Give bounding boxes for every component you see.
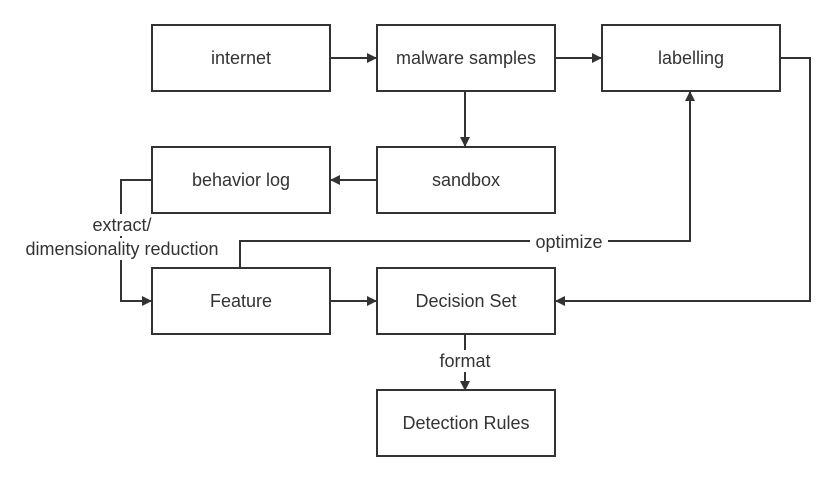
edge-label-optimize: optimize	[535, 232, 602, 252]
node-sandbox-label: sandbox	[432, 170, 500, 190]
edge-feature-optimize-to-labelling	[239, 91, 695, 268]
node-labelling-label: labelling	[658, 48, 724, 68]
node-feature-label: Feature	[210, 291, 272, 311]
edges	[120, 53, 811, 391]
edge-labels: extract/ dimensionality reduction optimi…	[14, 214, 608, 372]
node-malware-samples: malware samples	[376, 24, 556, 92]
node-feature: Feature	[151, 267, 331, 335]
node-behavior-log-label: behavior log	[192, 170, 290, 190]
node-internet: internet	[151, 24, 331, 92]
node-detection-rules-label: Detection Rules	[402, 413, 529, 433]
node-internet-label: internet	[211, 48, 271, 68]
node-labelling: labelling	[601, 24, 781, 92]
node-malware-samples-label: malware samples	[396, 48, 536, 68]
node-behavior-log: behavior log	[151, 146, 331, 214]
node-decision-set: Decision Set	[376, 267, 556, 335]
edge-label-dimensionality-reduction: dimensionality reduction	[25, 239, 218, 259]
node-detection-rules: Detection Rules	[376, 389, 556, 457]
edge-labelling-to-decision-set	[555, 57, 811, 306]
edge-label-extract: extract/	[92, 215, 151, 235]
edge-label-format: format	[439, 351, 490, 371]
node-decision-set-label: Decision Set	[415, 291, 516, 311]
node-sandbox: sandbox	[376, 146, 556, 214]
